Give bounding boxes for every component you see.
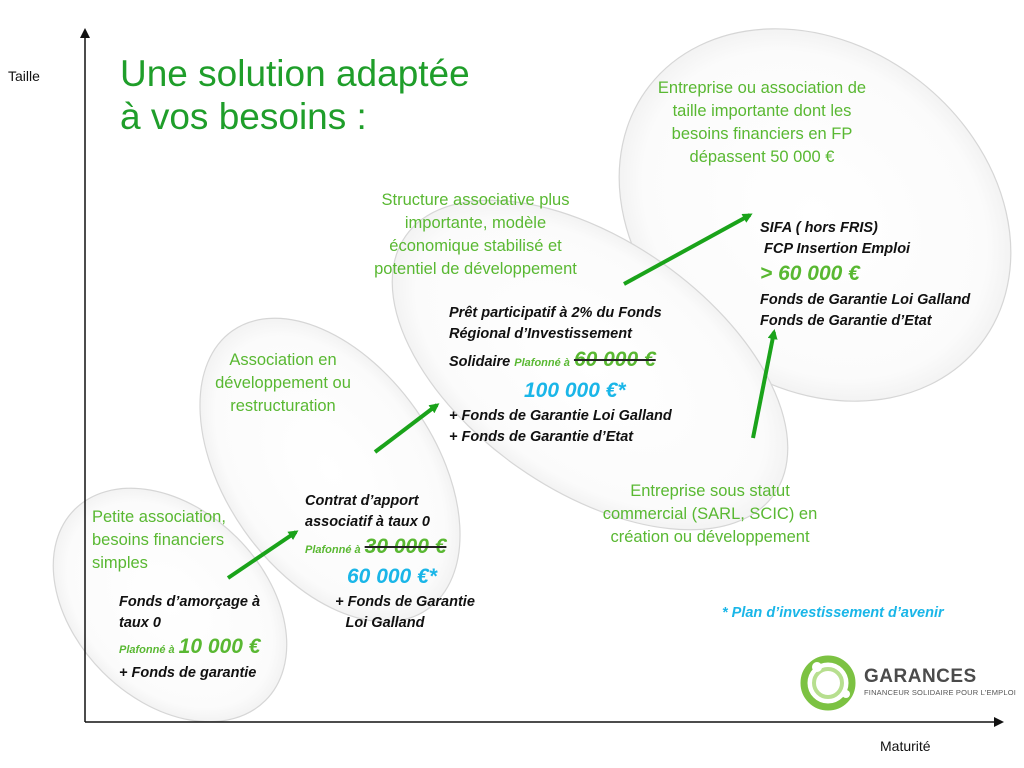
stage-4-description: Entreprise ou association de taille impo… [657, 79, 867, 166]
cap-value: 10 000 € [178, 635, 261, 658]
progress-arrow-2 [373, 403, 440, 454]
stage-2-product: Contrat d’apport associatif à taux 0 Pla… [305, 493, 475, 631]
footnote: * Plan d’investissement d’avenir [722, 605, 944, 621]
stage-1-product: Fonds d’amorçage à taux 0 Plafonné à 10 … [119, 594, 261, 681]
garances-logo-icon [800, 655, 856, 711]
stage-5-description: Entreprise sous statut commercial (SARL,… [602, 482, 818, 546]
title-line-2: à vos besoins : [120, 96, 367, 137]
cap-value-old: 60 000 € [573, 348, 656, 371]
logo-tagline: FINANCEUR SOLIDAIRE POUR L’EMPLOI [864, 688, 1017, 697]
stage-ellipse-2 [199, 317, 461, 623]
y-axis-label: Taille [8, 68, 40, 84]
stage-ellipse-1 [52, 487, 288, 723]
garances-logo: GARANCES FINANCEUR SOLIDAIRE POUR L’EMPL… [864, 666, 1016, 697]
stage-4-product: SIFA ( hors FRIS) FCP Insertion Emploi >… [760, 220, 971, 329]
stage-3-description: Structure associative plus importante, m… [374, 191, 577, 278]
cap-value-new: 100 000 €* [524, 379, 626, 402]
title-line-1: Une solution adaptée [120, 53, 470, 94]
x-axis-label: Maturité [880, 738, 931, 754]
cap-value: > 60 000 € [760, 262, 860, 285]
cap-label: Plafonné à [119, 644, 175, 656]
logo-name: GARANCES [864, 666, 977, 687]
cap-value-old: 30 000 € [364, 535, 447, 558]
progress-arrow-3 [623, 213, 753, 286]
stage-3-product: Prêt participatif à 2% du Fonds Régional… [449, 305, 672, 445]
stage-1-description: Petite association, besoins financiers s… [92, 508, 226, 572]
progress-arrow-4 [751, 329, 778, 439]
stage-2-description: Association en développement ou restruct… [215, 351, 351, 415]
progress-arrow-1 [226, 530, 299, 580]
page-title: Une solution adaptée à vos besoins : [120, 52, 470, 138]
cap-value-new: 60 000 €* [347, 565, 437, 588]
cap-label: Plafonné à [514, 357, 570, 369]
cap-label: Plafonné à [305, 544, 361, 556]
